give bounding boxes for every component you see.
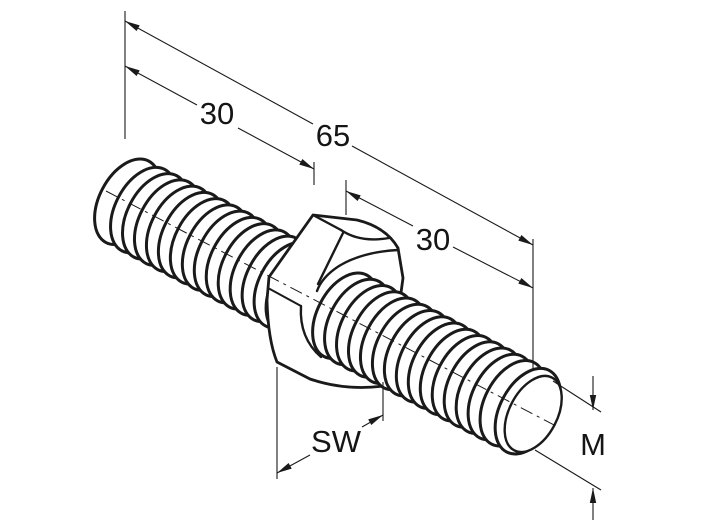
arrowhead-sw-left bbox=[277, 463, 292, 473]
extension-line-m-lower bbox=[534, 449, 602, 491]
hex-front-chamfer-arc bbox=[299, 304, 323, 359]
dimension-label-thread-size: M bbox=[580, 427, 606, 462]
arrowhead-m-top bbox=[589, 395, 597, 410]
dimension-line-total-length bbox=[124, 20, 534, 246]
axis-centerline bbox=[105, 190, 557, 427]
hex-face-edge bbox=[316, 231, 345, 286]
arrowhead-total-right bbox=[518, 235, 533, 245]
hex-chamfer-circle-upper bbox=[315, 248, 400, 293]
arrowhead-right-thread-end bbox=[518, 278, 533, 288]
arrowhead-sw-right bbox=[368, 415, 383, 425]
hex-top-edge bbox=[311, 213, 343, 232]
arrowhead-m-bottom bbox=[589, 488, 597, 503]
dimension-label-across-flats: SW bbox=[311, 424, 362, 459]
hex-left-corner-edge bbox=[267, 287, 302, 307]
dimension-annotations: 65 30 30 SW M bbox=[124, 11, 606, 520]
arrowhead-right-thread-start bbox=[346, 191, 361, 201]
arrowhead-left-thread-start bbox=[125, 66, 140, 76]
arrowhead-left-thread-end bbox=[299, 159, 314, 169]
dimension-label-right-thread: 30 bbox=[416, 222, 450, 257]
arrowhead-total-left bbox=[125, 21, 140, 31]
dimension-label-left-thread: 30 bbox=[200, 96, 234, 131]
hex-top-chamfer-arc bbox=[339, 228, 391, 241]
dimension-label-total-length: 65 bbox=[316, 118, 350, 153]
